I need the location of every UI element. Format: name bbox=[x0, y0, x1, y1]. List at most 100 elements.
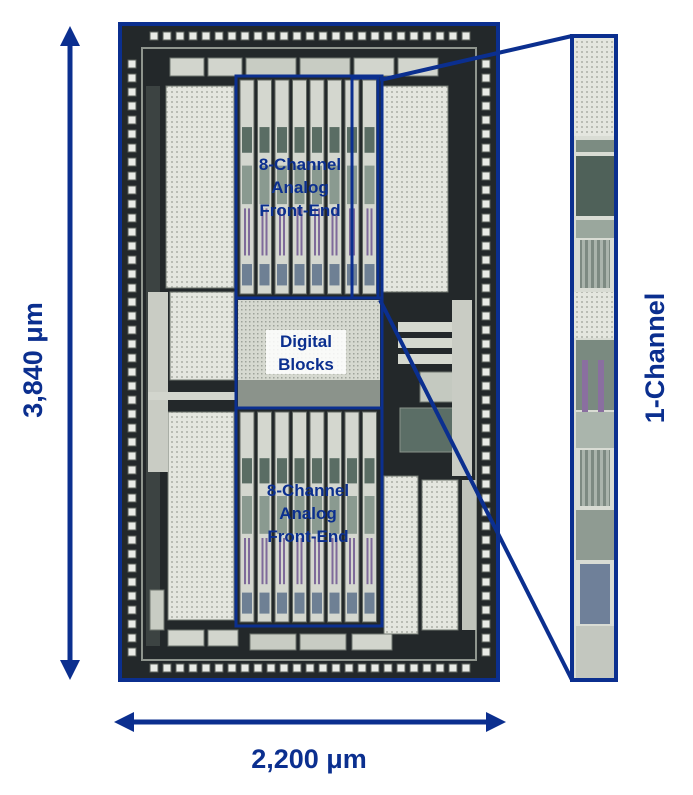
channel-trace bbox=[279, 208, 281, 256]
bond-pad bbox=[481, 409, 491, 419]
bond-pad bbox=[422, 31, 432, 41]
bond-pad bbox=[370, 663, 380, 673]
digital-label-line1: Digital bbox=[280, 332, 332, 351]
bond-pad bbox=[127, 353, 137, 363]
bond-pad bbox=[409, 663, 419, 673]
channel-filter bbox=[347, 496, 357, 534]
channel-trace bbox=[300, 538, 303, 585]
bond-pad bbox=[357, 31, 367, 41]
bond-pad bbox=[481, 213, 491, 223]
bond-pad bbox=[448, 31, 458, 41]
bond-pad bbox=[481, 605, 491, 615]
bond-pad bbox=[305, 31, 315, 41]
channel-filter bbox=[364, 496, 375, 534]
channel-amp bbox=[347, 458, 357, 484]
channel-trace bbox=[265, 538, 268, 585]
channel-trace bbox=[244, 538, 246, 585]
bond-pad bbox=[127, 325, 137, 335]
channel-trace bbox=[366, 208, 369, 256]
channel-filter bbox=[294, 496, 305, 534]
bottom-afe-label-line3: Front-End bbox=[267, 527, 348, 546]
right-lower-block-b bbox=[421, 479, 459, 631]
channel-trace bbox=[349, 538, 351, 585]
channel-trace bbox=[353, 208, 355, 256]
bond-pad bbox=[266, 663, 276, 673]
bond-pad bbox=[481, 549, 491, 559]
bond-pad bbox=[188, 31, 198, 41]
bond-pad bbox=[481, 577, 491, 587]
bond-pad bbox=[214, 31, 224, 41]
bond-pad bbox=[253, 31, 263, 41]
channel-output bbox=[312, 592, 322, 614]
width-dimension-label: 2,200 μm bbox=[251, 744, 367, 774]
channel-trace bbox=[335, 208, 338, 256]
channel-output bbox=[242, 264, 252, 286]
bond-pad bbox=[481, 101, 491, 111]
bond-pad bbox=[240, 663, 250, 673]
bond-pads-bottom bbox=[149, 663, 471, 673]
channel-trace bbox=[296, 538, 299, 585]
bond-pad bbox=[127, 185, 137, 195]
channel-trace bbox=[314, 538, 316, 585]
bottom-afe-label: 8-Channel Analog Front-End bbox=[267, 481, 349, 546]
channel-amp bbox=[242, 458, 252, 484]
top-afe-label-line3: Front-End bbox=[259, 201, 340, 220]
bond-pad bbox=[422, 663, 432, 673]
bond-pad bbox=[149, 663, 159, 673]
channel-trace bbox=[314, 208, 316, 256]
digital-label: Digital Blocks bbox=[278, 332, 334, 374]
bond-pad bbox=[175, 31, 185, 41]
bond-pad bbox=[279, 663, 289, 673]
bond-pad bbox=[253, 663, 263, 673]
channel-amp bbox=[294, 458, 305, 484]
height-dimension-label: 3,840 μm bbox=[18, 302, 48, 418]
bond-pad bbox=[127, 549, 137, 559]
channel-trace bbox=[331, 208, 334, 256]
channel-amp bbox=[294, 127, 305, 153]
channel-amp bbox=[312, 127, 322, 153]
channel-output bbox=[347, 592, 357, 614]
bond-pad bbox=[481, 171, 491, 181]
bond-pad bbox=[127, 283, 137, 293]
bond-pad bbox=[481, 297, 491, 307]
bond-pad bbox=[127, 115, 137, 125]
bond-pad bbox=[396, 663, 406, 673]
bond-pad bbox=[188, 663, 198, 673]
right-lower-block-a bbox=[383, 475, 419, 635]
bond-pad bbox=[127, 465, 137, 475]
bond-pad bbox=[481, 423, 491, 433]
bond-pad bbox=[481, 87, 491, 97]
zoom-line-top bbox=[379, 34, 573, 82]
bond-pad bbox=[127, 521, 137, 531]
bottom-afe-channel-columns bbox=[239, 411, 377, 623]
bond-pad bbox=[127, 563, 137, 573]
bond-pad bbox=[481, 129, 491, 139]
channel-filter bbox=[364, 165, 375, 205]
bond-pad bbox=[331, 663, 341, 673]
top-afe-channel-columns bbox=[239, 79, 377, 295]
highlight-frames bbox=[118, 22, 574, 682]
bond-pad bbox=[175, 663, 185, 673]
bond-pad bbox=[279, 31, 289, 41]
bond-pad bbox=[481, 451, 491, 461]
bottom-afe-label-line1: 8-Channel bbox=[267, 481, 349, 500]
chip-die bbox=[120, 24, 498, 680]
bond-pad bbox=[127, 423, 137, 433]
bottom-afe-frame bbox=[234, 406, 384, 628]
bond-pad bbox=[461, 31, 471, 41]
bond-pad bbox=[344, 663, 354, 673]
bond-pad bbox=[127, 591, 137, 601]
bond-pad bbox=[201, 663, 211, 673]
channel-output bbox=[294, 264, 305, 286]
bond-pad bbox=[240, 31, 250, 41]
channel-output bbox=[364, 264, 375, 286]
bond-pad bbox=[481, 157, 491, 167]
channel-trace bbox=[261, 208, 264, 256]
bond-pad bbox=[127, 479, 137, 489]
bond-pad bbox=[127, 381, 137, 391]
top-afe-label: 8-Channel Analog Front-End bbox=[259, 155, 341, 220]
channel-trace bbox=[318, 538, 320, 585]
bond-pad bbox=[481, 437, 491, 447]
channel-filter bbox=[259, 165, 270, 205]
bond-pad bbox=[127, 87, 137, 97]
